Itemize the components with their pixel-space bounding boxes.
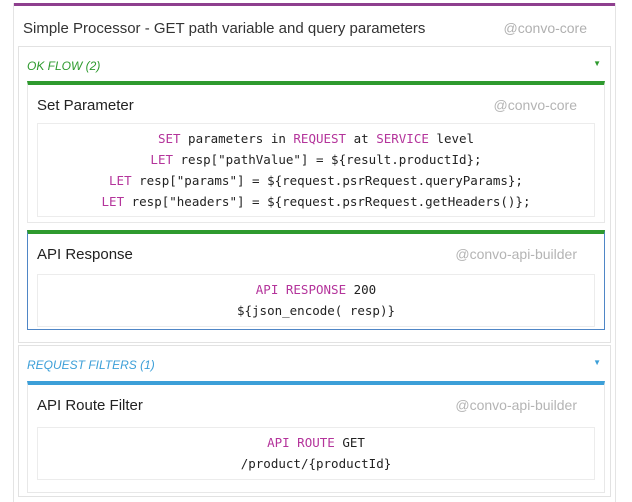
processor-panel: Simple Processor - GET path variable and… xyxy=(13,3,616,502)
set-parameter-card[interactable]: Set Parameter @convo-core SET parameters… xyxy=(27,81,605,223)
code-line: LET resp["params"] = ${request.psrReques… xyxy=(109,173,523,188)
code-block: API ROUTE GET /product/{productId} xyxy=(37,427,595,480)
code-line: LET resp["headers"] = ${request.psrReque… xyxy=(101,194,531,209)
code-line: API RESPONSE 200 xyxy=(255,282,377,297)
processor-header[interactable]: Simple Processor - GET path variable and… xyxy=(14,6,615,46)
card-context: @convo-core xyxy=(493,97,577,113)
code-line: ${json_encode( resp)} xyxy=(236,303,396,318)
code-block: API RESPONSE 200 ${json_encode( resp)} xyxy=(37,274,595,327)
api-route-filter-card[interactable]: API Route Filter @convo-api-builder API … xyxy=(27,381,605,493)
ok-flow-section: OK FLOW (2) ▼ Set Parameter @convo-core … xyxy=(18,46,611,343)
code-block: SET parameters in REQUEST at SERVICE lev… xyxy=(37,123,595,217)
request-filters-section: REQUEST FILTERS (1) ▼ API Route Filter @… xyxy=(18,345,611,497)
code-line: SET parameters in REQUEST at SERVICE lev… xyxy=(157,131,475,146)
code-line: LET resp["pathValue"] = ${result.product… xyxy=(150,152,482,167)
processor-title: Simple Processor - GET path variable and… xyxy=(23,20,426,37)
api-response-card[interactable]: API Response @convo-api-builder API RESP… xyxy=(27,230,605,330)
card-title: Set Parameter xyxy=(37,97,134,114)
card-context: @convo-api-builder xyxy=(455,397,577,413)
request-filters-header[interactable]: REQUEST FILTERS (1) ▼ xyxy=(19,346,610,379)
processor-context: @convo-core xyxy=(503,20,587,36)
code-line: /product/{productId} xyxy=(240,456,392,471)
card-context: @convo-api-builder xyxy=(455,246,577,262)
request-filters-title: REQUEST FILTERS (1) xyxy=(27,358,155,372)
code-line: API ROUTE GET xyxy=(267,435,365,450)
ok-flow-header[interactable]: OK FLOW (2) ▼ xyxy=(19,47,610,80)
caret-down-icon[interactable]: ▼ xyxy=(593,358,601,367)
caret-down-icon[interactable]: ▼ xyxy=(593,59,601,68)
ok-flow-title: OK FLOW (2) xyxy=(27,59,101,73)
card-title: API Route Filter xyxy=(37,397,143,414)
processor-accent-bar xyxy=(14,3,615,6)
card-title: API Response xyxy=(37,246,133,263)
